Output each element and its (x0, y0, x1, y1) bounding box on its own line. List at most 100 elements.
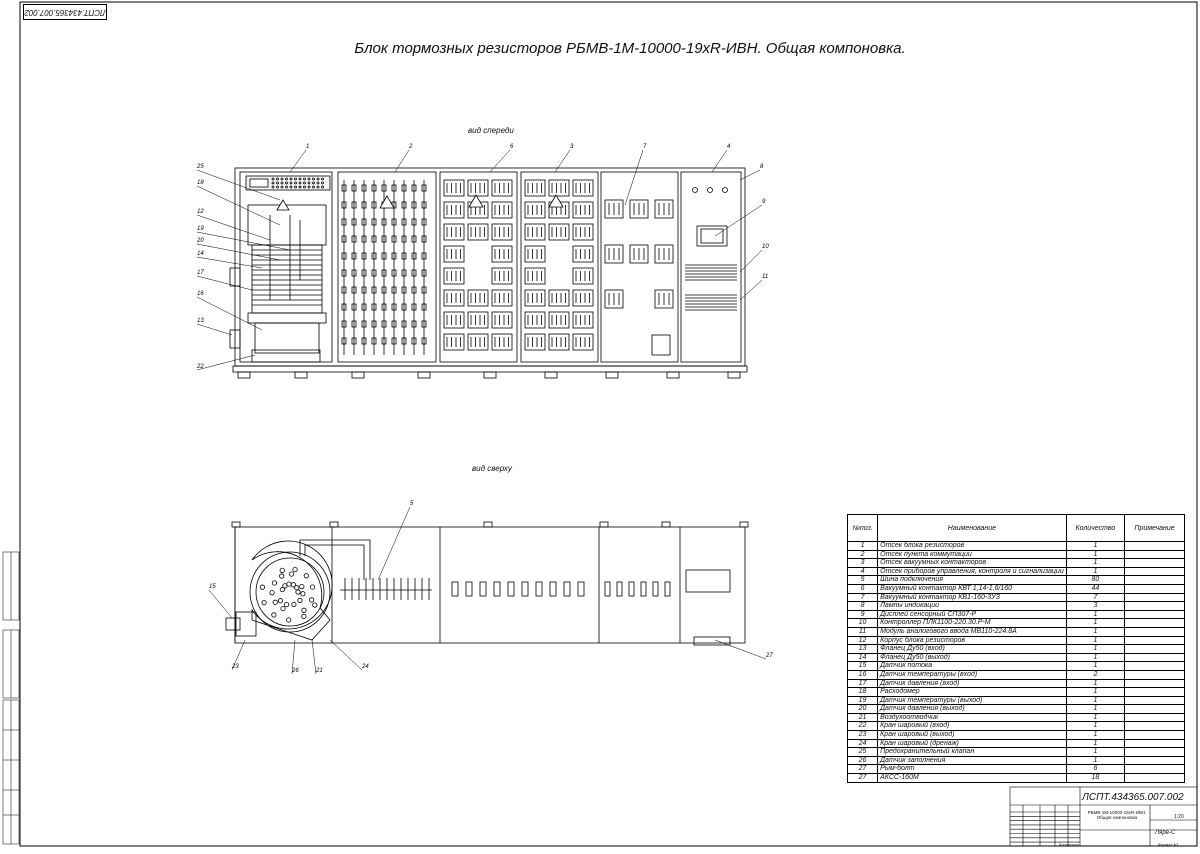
left-callout-17: 17 (197, 270, 204, 276)
spec-cell-note (1124, 687, 1185, 697)
spec-cell-num: 2 (846, 549, 879, 560)
spec-cell-note (1124, 695, 1185, 706)
spec-header-name: Наименование (877, 514, 1067, 542)
spec-cell-name: Расходомер (877, 687, 1067, 697)
leader-lines (196, 149, 767, 675)
spec-cell-qty: 1 (1065, 541, 1126, 551)
spec-cell-note (1124, 738, 1185, 749)
left-margin-stamps (2, 551, 20, 845)
spec-cell-name: Датчик температуры (выход) (877, 695, 1067, 706)
top-callout-5: 5 (410, 501, 414, 507)
spec-cell-qty: 1 (1065, 730, 1126, 740)
spec-cell-note (1124, 669, 1185, 680)
front-view (229, 167, 748, 379)
left-callout-13: 13 (197, 318, 204, 324)
left-callout-12: 12 (197, 209, 204, 215)
spec-cell-name: Кран шаровый (вход) (877, 721, 1067, 732)
specification-table: №поз. Наименование Количество Примечание… (846, 514, 1185, 783)
spec-cell-note (1124, 704, 1185, 714)
spec-cell-name: Рым-болт (877, 764, 1067, 775)
top-view (225, 521, 749, 646)
left-callout-18: 18 (197, 180, 204, 186)
front-callout-7: 7 (643, 144, 647, 150)
spec-cell-name: Отсек вакуумных контакторов (877, 558, 1067, 568)
spec-cell-note (1124, 541, 1185, 551)
spec-cell-qty: 1 (1065, 687, 1126, 697)
title-block-format: Формат А3 (1158, 842, 1179, 847)
spec-cell-note (1124, 626, 1185, 637)
spec-cell-note (1124, 773, 1185, 783)
tank-circle (249, 551, 331, 633)
spec-cell-qty: 1 (1065, 652, 1126, 663)
spec-cell-name: АКСС-160М (877, 773, 1067, 783)
cabinet-feet (237, 371, 741, 379)
left-callout-14: 14 (197, 251, 204, 257)
spec-cell-name: Модуль аналогового ввода МВ110-224.8А (877, 626, 1067, 637)
spec-cell-qty: 1 (1065, 738, 1126, 749)
spec-cell-qty: 1 (1065, 721, 1126, 732)
spec-cell-name: Датчик потока (877, 661, 1067, 671)
spec-cell-name: Датчик температуры (вход) (877, 669, 1067, 680)
drawing-title: Блок тормозных резисторов РБМВ-1М-10000-… (354, 40, 906, 57)
spec-cell-num: 5 (846, 575, 879, 585)
spec-cell-note (1124, 747, 1185, 757)
spec-cell-qty: 2 (1065, 669, 1126, 680)
contactor-compartment-a (439, 171, 518, 363)
cabinet-outline (234, 167, 746, 367)
left-callout-16: 16 (197, 291, 204, 297)
spec-cell-num: 3 (846, 558, 879, 568)
front-view-label: вид спереди (468, 126, 514, 135)
spec-cell-num: 1 (846, 541, 879, 551)
title-block-copied: Копировал (1059, 842, 1080, 847)
spec-cell-num: 15 (846, 661, 879, 671)
spec-cell-name: Датчик давления (выход) (877, 704, 1067, 714)
top-view-label: вид сверху (472, 464, 512, 473)
spec-header-num: №поз. (846, 514, 879, 542)
left-callout-19: 19 (197, 226, 204, 232)
spec-cell-name: Отсек пункта коммутации (877, 549, 1067, 560)
spec-cell-note (1124, 730, 1185, 740)
spec-cell-qty: 1 (1065, 558, 1126, 568)
spec-cell-qty: 1 (1065, 747, 1126, 757)
spec-header-qty: Количество (1065, 514, 1126, 542)
title-block-grid (1009, 786, 1198, 847)
spec-cell-qty: 1 (1065, 635, 1126, 646)
spec-cell-qty: 1 (1065, 695, 1126, 706)
spec-cell-qty: 1 (1065, 678, 1126, 689)
sheet-frame (19, 1, 1198, 847)
spec-cell-num: 22 (846, 721, 879, 732)
spec-cell-note (1124, 601, 1185, 611)
title-block-name: РБМВ-1М-10000-19хR-ИВН. Общая компоновка (1087, 810, 1147, 820)
front-callout-8: 8 (760, 164, 764, 170)
spec-cell-num: 26 (846, 755, 879, 766)
spec-cell-name: Кран шаровый (дренаж) (877, 738, 1067, 749)
spec-cell-name: Датчик давления (вход) (877, 678, 1067, 689)
spec-cell-num: 20 (846, 704, 879, 714)
front-callout-1: 1 (306, 144, 309, 150)
spec-cell-qty: 18 (1065, 773, 1126, 783)
spec-cell-num: 27 (846, 764, 879, 775)
spec-cell-note (1124, 575, 1185, 585)
spec-cell-num: 7 (846, 592, 879, 603)
spec-cell-qty: 1 (1065, 712, 1126, 723)
spec-cell-qty: 1 (1065, 618, 1126, 628)
contactor-compartment-c (600, 171, 679, 363)
left-callout-25: 25 (196, 164, 204, 170)
spec-cell-num: 21 (846, 712, 879, 723)
resistor-compartment (229, 171, 333, 363)
